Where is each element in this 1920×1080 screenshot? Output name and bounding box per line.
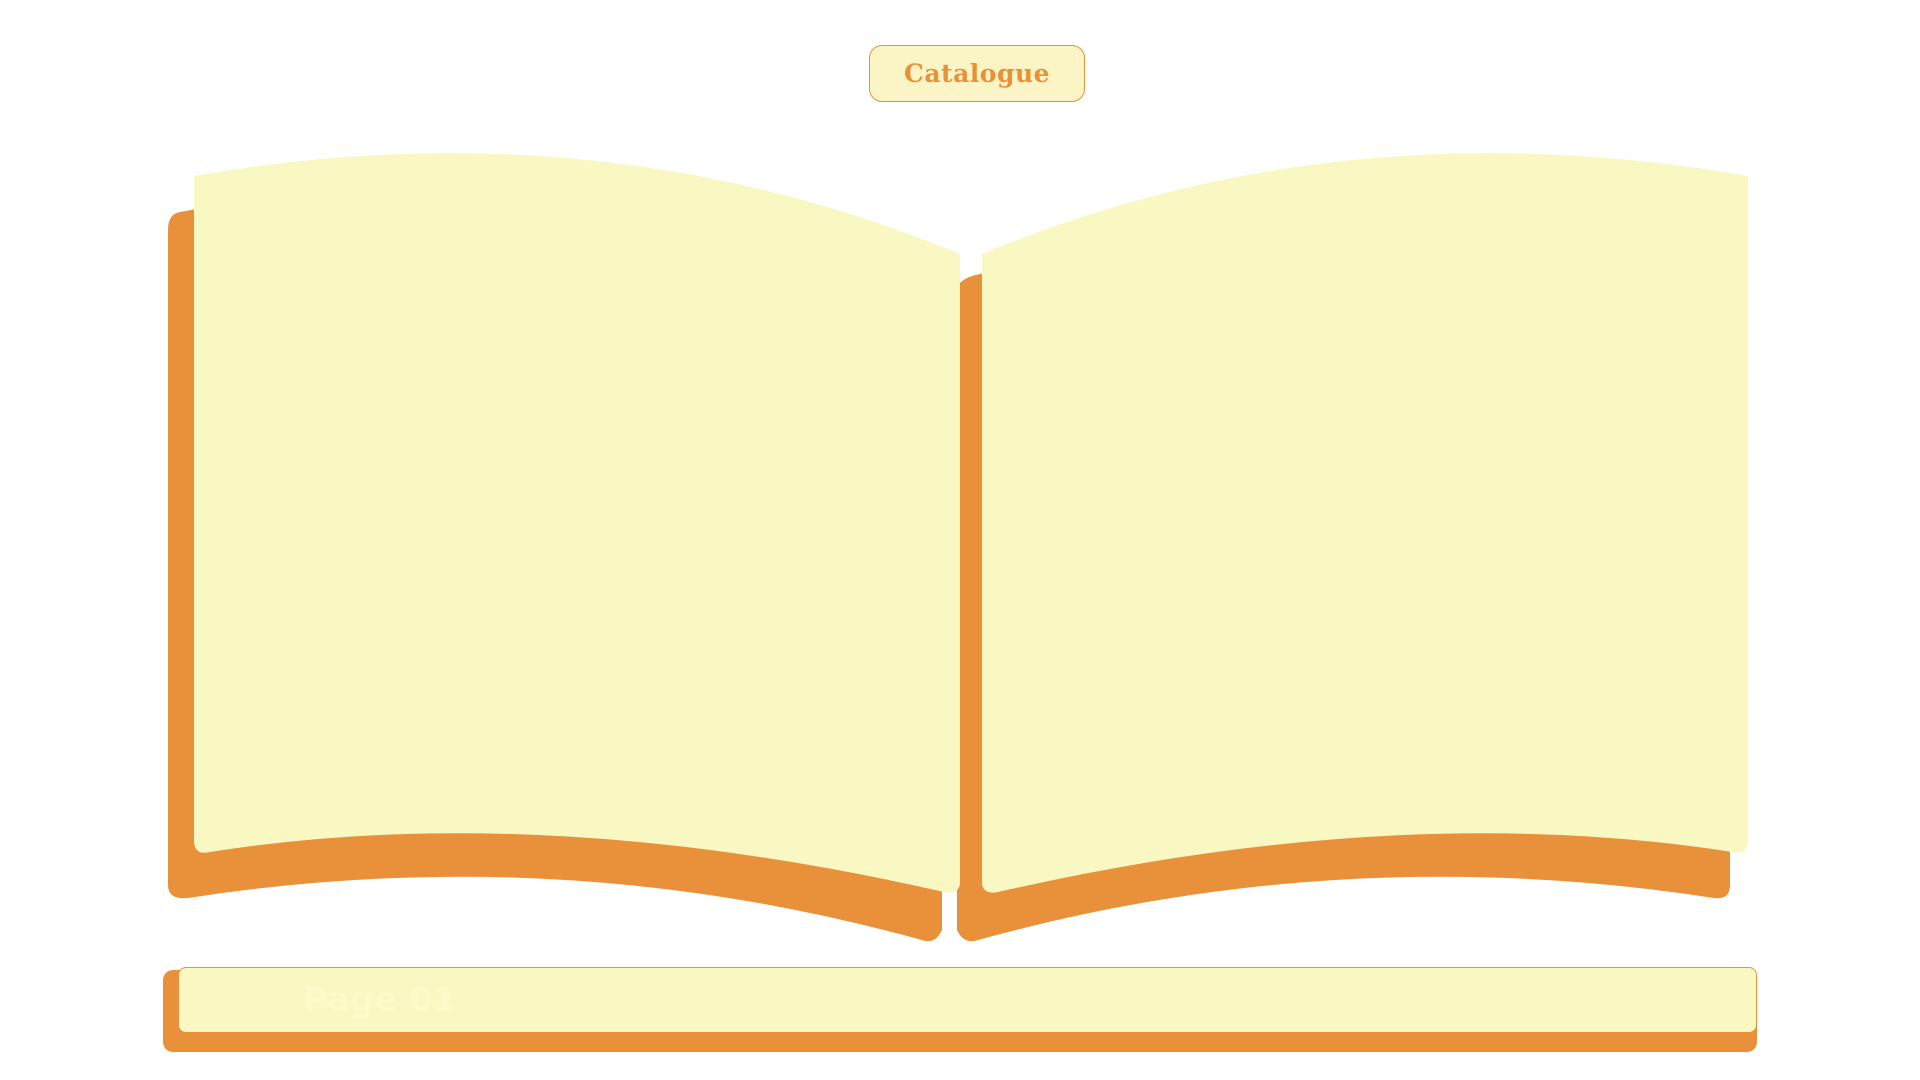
left-page — [194, 153, 960, 893]
catalogue-button[interactable]: Catalogue — [869, 45, 1085, 102]
right-page — [982, 153, 1748, 893]
page-bar: Page 01 — [178, 967, 1757, 1033]
page-number-label: Page 01 — [303, 980, 457, 1020]
